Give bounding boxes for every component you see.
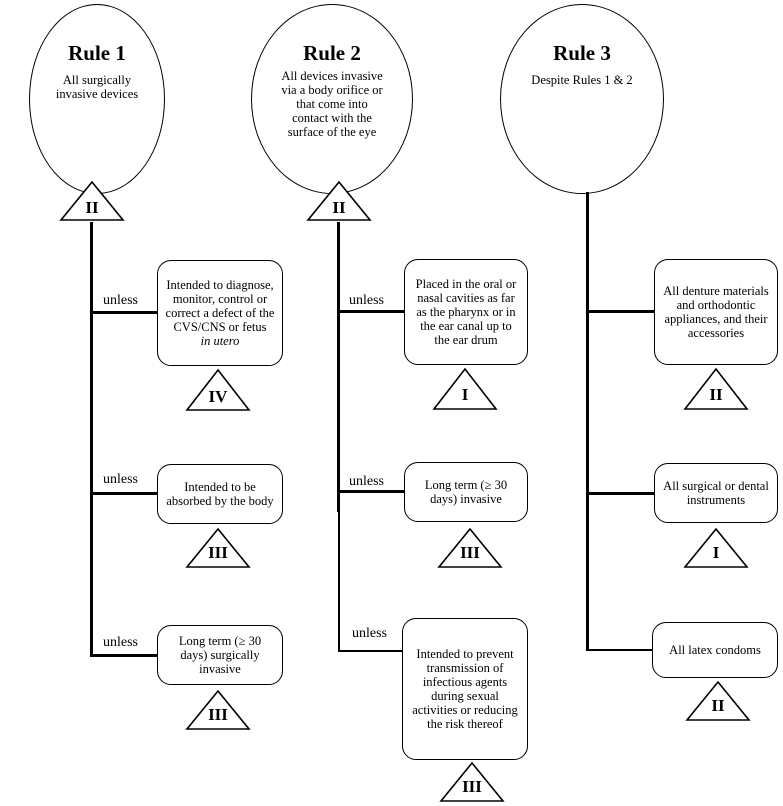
rule2-trunk-line — [337, 222, 340, 512]
rule2-exception-1-box: Placed in the oral or nasal cavities as … — [404, 259, 528, 365]
rule1-exception-2-text: Intended to be absorbed by the body — [166, 480, 274, 508]
rule3-item-1-class: II — [709, 385, 723, 404]
rule2-exception-1-triangle — [432, 367, 498, 411]
rule3-trunk-line — [586, 192, 589, 650]
rule1-exception-1-text: Intended to diagnose, monitor, control o… — [165, 278, 275, 334]
rule1-branch-1 — [90, 311, 157, 314]
rule1-title: Rule 1 — [68, 41, 126, 65]
rule3-branch-3 — [586, 649, 652, 651]
rule3-item-2-text: All surgical or dental instruments — [663, 479, 769, 507]
rule3-description: Despite Rules 1 & 2 — [531, 73, 633, 87]
rule1-unless-2: unless — [103, 472, 138, 487]
rule1-trunk-line — [90, 222, 93, 657]
rule2-branch-1 — [337, 310, 404, 313]
rule2-exception-3-triangle — [439, 761, 505, 803]
rule2-exception-3-class: III — [462, 777, 482, 796]
rule2-class-label: II — [332, 198, 346, 217]
rule2-branch-3 — [338, 650, 402, 652]
rule2-exception-3-text: Intended to prevent transmission of infe… — [412, 647, 518, 731]
rule3-item-3-box: All latex condoms — [652, 622, 778, 678]
rule2-exception-1-text: Placed in the oral or nasal cavities as … — [415, 277, 517, 347]
rule1-exception-1-triangle — [185, 368, 251, 412]
rule3-item-2-triangle — [683, 527, 749, 569]
rule1-unless-3: unless — [103, 635, 138, 650]
rule2-unless-3: unless — [352, 626, 387, 641]
rule3-item-2-class: I — [712, 543, 720, 562]
rule1-exception-1-box: Intended to diagnose, monitor, control o… — [157, 260, 283, 366]
rule1-exception-1-em: in utero — [200, 334, 240, 348]
rule3-branch-1 — [586, 310, 654, 313]
rule1-branch-2 — [90, 492, 157, 495]
rule1-exception-3-class: III — [208, 705, 228, 724]
rule1-class-label: II — [85, 198, 99, 217]
rule1-exception-3-box: Long term (≥ 30 days) surgically invasiv… — [157, 625, 283, 685]
rule2-unless-2: unless — [349, 474, 384, 489]
rule3-item-1-triangle — [683, 367, 749, 411]
rule2-title: Rule 2 — [303, 41, 361, 65]
rule2-trunk-lower-line — [338, 510, 340, 651]
rule3-item-1-box: All denture materials and orthodontic ap… — [654, 259, 778, 365]
rule2-unless-1: unless — [349, 293, 384, 308]
rule1-description: All surgically invasive devices — [55, 73, 139, 101]
rule1-exception-3-text: Long term (≥ 30 days) surgically invasiv… — [178, 634, 262, 676]
rule3-item-1-text: All denture materials and orthodontic ap… — [663, 284, 769, 340]
rule3-item-3-class: II — [711, 696, 725, 715]
rule1-exception-2-class: III — [208, 543, 228, 562]
rule2-exception-2-text: Long term (≥ 30 days) invasive — [424, 478, 508, 506]
rule3-item-3-triangle — [685, 680, 751, 722]
rule2-exception-2-box: Long term (≥ 30 days) invasive — [404, 462, 528, 522]
rule1-class-triangle — [59, 180, 125, 222]
rule1-exception-3-triangle — [185, 689, 251, 731]
rule2-circle: Rule 2 All devices invasive via a body o… — [251, 4, 413, 194]
rule2-exception-1-class: I — [461, 385, 469, 404]
rule3-item-2-box: All surgical or dental instruments — [654, 463, 778, 523]
rule1-exception-2-box: Intended to be absorbed by the body — [157, 464, 283, 524]
rule2-exception-2-class: III — [460, 543, 480, 562]
rule1-exception-1-class: IV — [208, 387, 228, 406]
rule3-branch-2 — [586, 492, 654, 495]
rule1-unless-1: unless — [103, 293, 138, 308]
rule3-item-3-text: All latex condoms — [669, 643, 761, 657]
rule3-circle: Rule 3 Despite Rules 1 & 2 — [500, 4, 664, 194]
rule2-exception-2-triangle — [437, 527, 503, 569]
rule3-title: Rule 3 — [553, 41, 611, 65]
rule1-exception-2-triangle — [185, 527, 251, 569]
rule2-exception-3-box: Intended to prevent transmission of infe… — [402, 618, 528, 760]
rule1-branch-3 — [90, 654, 157, 657]
rule2-branch-2 — [337, 490, 404, 493]
rule2-description: All devices invasive via a body orifice … — [281, 69, 383, 139]
rule2-class-triangle — [306, 180, 372, 222]
rule1-circle: Rule 1 All surgically invasive devices — [29, 4, 165, 194]
